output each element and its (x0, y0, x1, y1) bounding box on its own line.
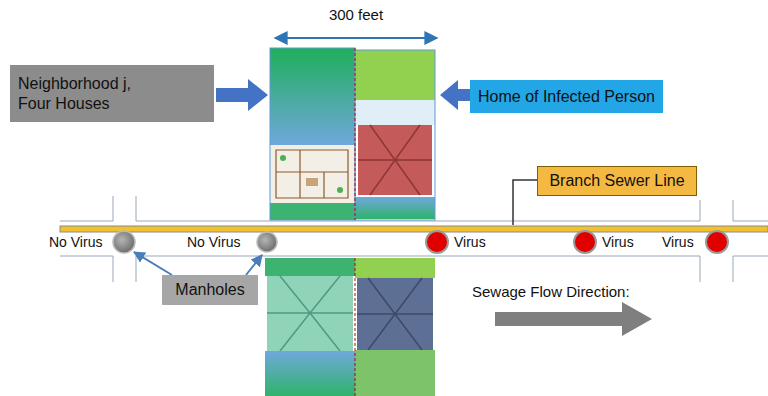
plant (337, 187, 343, 193)
callout-text: Home of Infected Person (478, 87, 655, 106)
status-label: No Virus (47, 234, 104, 251)
callout-arrow (216, 79, 268, 111)
callout-text: Branch Sewer Line (549, 171, 684, 190)
lawn (265, 351, 355, 396)
leader-line (513, 180, 537, 225)
callout-arrow (440, 80, 470, 110)
status-label: No Virus (185, 234, 242, 251)
manhole-callout: Manholes (162, 275, 258, 305)
dimension-label: 300 feet (327, 6, 385, 24)
lawn (270, 48, 355, 145)
sewer-callout: Branch Sewer Line (537, 166, 697, 196)
yard (355, 100, 435, 125)
roof-ridge (267, 276, 353, 351)
house-roof (267, 276, 353, 351)
callout-text: Neighborhood j, Four Houses (18, 74, 153, 112)
lawn (270, 203, 355, 220)
sewer-line (60, 226, 768, 232)
roof-ridge (357, 278, 433, 350)
street-outline (60, 196, 768, 282)
group-callout: Neighborhood j, Four Houses (10, 65, 214, 122)
lawn (355, 350, 435, 396)
lot-outline (270, 48, 355, 220)
dimension-arrow (275, 37, 437, 39)
lawn (355, 258, 435, 278)
home-callout: Home of Infected Person (470, 80, 663, 113)
lawn (355, 197, 435, 219)
house-roof (357, 278, 433, 350)
house-roof (358, 125, 432, 195)
lawn (355, 50, 435, 100)
manhole (257, 232, 277, 252)
status-label: Virus (660, 234, 696, 251)
flow-label: Sewage Flow Direction: (470, 283, 632, 301)
house-walls (276, 150, 348, 198)
virus-manhole (706, 231, 728, 253)
leader-arrow (134, 252, 172, 275)
furniture (306, 178, 318, 186)
flow-arrow (495, 302, 652, 336)
leader-arrow (246, 255, 262, 275)
lawn (265, 258, 355, 276)
status-label: Virus (452, 234, 488, 251)
callout-text: Manholes (175, 280, 244, 299)
plant (280, 155, 286, 161)
lot-outline (355, 50, 435, 220)
roof-ridge (358, 125, 432, 195)
virus-manhole (426, 231, 448, 253)
virus-manhole (574, 231, 596, 253)
manhole (113, 231, 135, 253)
house-floor-plan (270, 145, 355, 203)
property-line (355, 48, 356, 396)
status-label: Virus (600, 234, 636, 251)
